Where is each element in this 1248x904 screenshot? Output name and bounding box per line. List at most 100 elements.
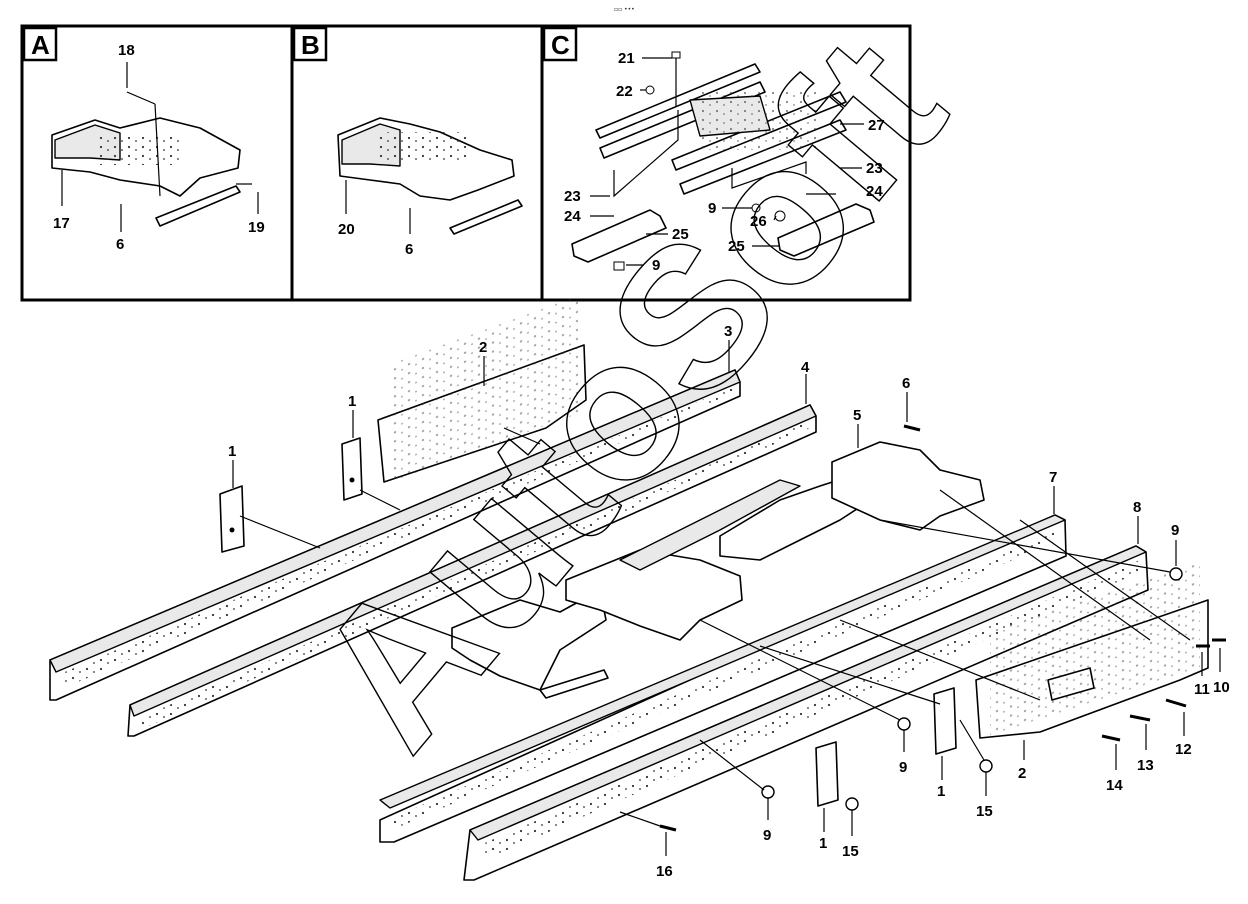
callout-2: 2 [479,339,487,356]
bracket-c-left [571,209,667,263]
callout-4: 4 [801,359,810,376]
bolt-16 [659,824,677,832]
callout-1: 1 [348,393,356,410]
callout-26: 26 [750,213,767,230]
side-rail-4-flange [129,404,817,717]
leader [126,91,156,105]
leader [773,215,777,221]
bolt-6 [903,424,921,432]
crossmember-link [619,479,801,571]
panel-a-letter: A [31,30,50,60]
leader [239,515,321,549]
panel-a: A 18 17 6 19 [22,26,265,253]
bracket-1-a [219,485,245,553]
callout-25: 25 [728,238,745,255]
callout-1: 1 [819,835,827,852]
nut-9-c [613,261,625,271]
callout-6: 6 [405,241,413,258]
callout-1: 1 [937,783,945,800]
bolt-12 [1165,698,1187,708]
leader [939,489,1151,641]
panel-c-letter-box [542,26,578,62]
side-rail-3-flange [49,369,741,673]
side-rail-7-flange [379,514,1066,809]
callout-27: 27 [868,117,885,134]
leader [503,427,541,445]
callout-23: 23 [866,160,883,177]
callout-9: 9 [708,200,716,217]
side-rail-8-holes [480,560,1140,862]
callout-25: 25 [672,226,689,243]
leader [154,103,161,197]
callout-15: 15 [842,843,859,860]
callout-23: 23 [564,188,581,205]
panel-c-letter: C [551,30,570,60]
callout-20: 20 [338,221,355,238]
leader [359,489,401,511]
nut-15 [845,797,859,811]
plate-2-right-holes [990,560,1200,739]
callout-3: 3 [724,323,732,340]
leader [1019,519,1191,641]
callout-13: 13 [1137,757,1154,774]
callout-9: 9 [1171,522,1179,539]
leader [699,619,901,721]
callout-11: 11 [1194,681,1210,698]
leader [613,110,679,198]
bracket-hole [349,477,355,483]
plate-a [155,185,241,227]
callout-8: 8 [1133,499,1141,516]
panel-c: C [542,26,885,274]
callout-2: 2 [1018,765,1026,782]
washer-26 [774,210,786,222]
callout-24: 24 [866,183,883,200]
nut-15 [979,759,993,773]
leader [759,645,941,705]
plate-2-holes [392,295,578,482]
callout-6: 6 [116,236,124,253]
rail-c-holes [700,90,820,150]
callout-7: 7 [1049,469,1057,486]
main-exploded-view: 2 3 4 1 1 6 5 7 8 9 10 11 12 13 14 2 9 1… [49,295,1230,881]
side-rail-3-holes [60,386,735,690]
callout-19: 19 [248,219,265,236]
side-rail-4-holes [140,420,810,730]
bracket-1-b [341,437,363,501]
crossmember-b-holes [380,132,470,164]
callout-12: 12 [1175,741,1192,758]
callout-5: 5 [853,407,861,424]
callout-24: 24 [564,208,581,225]
callout-9: 9 [652,257,660,274]
bracket-hole [229,527,235,533]
callout-22: 22 [616,83,633,100]
bracket-1-c [933,687,957,755]
callout-17: 17 [53,215,70,232]
panel-a-letter-box [22,26,58,62]
nut-9 [761,785,775,799]
panel-b-letter: B [301,30,320,60]
bolt-21-head [671,51,681,59]
panel-b: B 20 6 [292,26,523,258]
crossmember-a-holes [100,135,180,165]
callout-15: 15 [976,803,993,820]
panel-b-letter-box [292,26,328,62]
callout-18: 18 [118,42,135,59]
callout-21: 21 [618,50,635,67]
leader [731,161,807,189]
leader [699,739,765,791]
callout-16: 16 [656,863,673,880]
side-rail-7-holes [392,530,1058,830]
plate-b [449,199,523,235]
plate-crossmember [539,669,609,699]
callout-14: 14 [1106,777,1123,794]
detail-panels: A 18 17 6 19 B [20,24,912,302]
callout-10: 10 [1213,679,1230,696]
bolt-13 [1129,714,1151,722]
leader [839,619,1041,701]
leader [879,519,1171,573]
callout-9: 9 [899,759,907,776]
leader [619,811,661,827]
rail-c-upper-left [595,63,761,139]
callout-6: 6 [902,375,910,392]
